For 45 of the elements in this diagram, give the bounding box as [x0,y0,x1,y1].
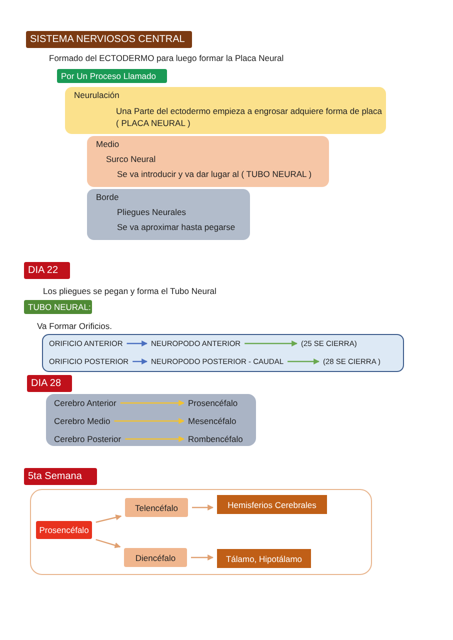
arrow [192,504,214,510]
card-text: Pliegues Neurales [116,207,187,217]
concept-box: Tálamo, Hipotálamo [217,549,311,568]
arrow [244,340,298,346]
arrow [120,400,185,406]
process-banner: Por Un Proceso Llamado [57,69,167,83]
card-text: Se va aproximar hasta pegarse [116,222,236,232]
term-text: Cerebro Medio [54,416,110,426]
section-heading: DIA 28 [27,375,72,392]
note-text: Formado del ECTODERMO para luego formar la Placa Neural [49,53,284,63]
arrow [96,514,122,523]
section-heading: TUBO NEURAL: [24,300,92,314]
panel-box [42,334,404,372]
note-text: Los pliegues se pegan y forma el Tubo Neural [43,286,216,296]
note-card [87,136,329,187]
card-text: Surco Neural [105,154,157,164]
note-card [87,189,250,240]
arrow [114,418,185,424]
concept-box: Telencéfalo [125,498,188,517]
term-text: Prosencéfalo [188,398,238,408]
card-heading: Neurulación [73,90,120,100]
concept-box: Diencéfalo [124,548,187,567]
section-heading: DIA 22 [24,262,70,279]
section-heading: 5ta Semana [24,468,97,485]
panel-box [30,489,372,575]
card-heading: Borde [95,192,120,202]
concept-box: Prosencéfalo [36,521,92,539]
term-text: Mesencéfalo [188,416,236,426]
arrow [96,539,121,548]
note-card [65,87,386,134]
arrow [125,436,185,442]
arrow [191,554,214,560]
concept-box: Hemisferios Cerebrales [217,495,327,514]
card-text: Se va introducir y va dar lugar al ( TUBO NEURAL ) [116,169,313,179]
panel-box [46,394,256,446]
term-text: Cerebro Posterior [54,434,122,444]
card-text: Una Parte del ectodermo empieza a engrosar adquiere forma de placa ( PLACA NEURAL ) [115,105,382,130]
arrow [126,340,148,346]
term-text: Cerebro Anterior [54,398,116,408]
term-text: Rombencéfalo [188,434,243,444]
arrow [132,358,148,364]
section-heading: SISTEMA NERVIOSOS CENTRAL [26,31,192,48]
arrow [288,358,320,364]
note-text: Va Formar Orificios. [37,321,112,331]
card-heading: Medio [95,139,120,149]
